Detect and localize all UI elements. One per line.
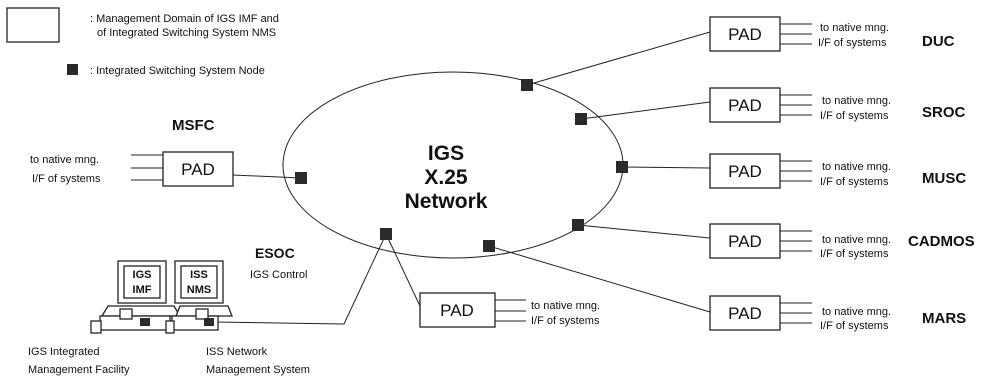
pad-msfc-label: PAD [181, 160, 215, 179]
node-cadmos [572, 219, 584, 231]
node-mars [483, 240, 495, 252]
nms-caption-line1: ISS Network [206, 346, 268, 358]
pad-msfc [162, 151, 234, 187]
native-msfc-line2: I/F of systems [32, 173, 101, 185]
network-title-line3: Network [405, 190, 488, 213]
pad-mars-group: PAD to native mng. I/F of systems MARS [709, 295, 966, 332]
pad-musc [709, 153, 781, 189]
pad-esoc-group: PAD to native mng. I/F of systems [419, 292, 600, 328]
imf-screen-line2: IMF [133, 284, 152, 296]
link-duc [526, 31, 711, 86]
native-musc-line2: I/F of systems [820, 176, 889, 188]
pad-sroc-group: PAD to native mng. I/F of systems SROC [709, 87, 966, 123]
native-sroc-line1: to native mng. [822, 95, 891, 107]
site-esoc: ESOC [255, 245, 295, 261]
site-sroc: SROC [922, 104, 966, 121]
legend: : Management Domain of IGS IMF and of In… [6, 7, 279, 77]
imf-caption-line1: IGS Integrated [28, 346, 100, 358]
terminal-imf: IGS IMF [90, 260, 182, 334]
pad-sroc-label: PAD [728, 96, 762, 115]
pad-cadmos [709, 223, 781, 259]
pad-musc-group: PAD to native mng. I/F of systems MUSC [709, 153, 966, 189]
link-mars [488, 245, 711, 313]
legend-node-icon [67, 64, 78, 75]
pad-msfc-group: MSFC PAD to native mng. I/F of systems [30, 117, 234, 187]
site-cadmos: CADMOS [908, 233, 975, 250]
node-duc [521, 79, 533, 91]
native-esoc-line1: to native mng. [531, 300, 600, 312]
nms-caption-line2: Management System [206, 364, 310, 376]
legend-domain-line2: of Integrated Switching System NMS [97, 27, 276, 39]
site-musc: MUSC [922, 170, 966, 187]
terminal-nms: ISS NMS [165, 260, 233, 334]
pad-sroc [709, 87, 781, 123]
native-duc-line2: I/F of systems [818, 37, 887, 49]
legend-domain-box [6, 7, 60, 43]
node-musc [616, 161, 628, 173]
link-cadmos [577, 224, 711, 239]
native-cadmos-line1: to native mng. [822, 234, 891, 246]
link-esoc-terminals [213, 233, 387, 325]
native-mars-line1: to native mng. [822, 306, 891, 318]
nms-screen [180, 265, 218, 299]
imf-keyboard [100, 305, 182, 317]
node-msfc [295, 172, 307, 184]
link-sroc [580, 101, 711, 120]
native-esoc-line2: I/F of systems [531, 315, 600, 327]
node-esoc [380, 228, 392, 240]
legend-node-text: : Integrated Switching System Node [90, 65, 265, 77]
pad-cadmos-label: PAD [728, 232, 762, 251]
imf-base [99, 315, 171, 331]
network-title-line1: IGS [428, 142, 464, 165]
native-cadmos-line2: I/F of systems [820, 248, 889, 260]
imf-caption-line2: Management Facility [28, 364, 130, 376]
esoc-subtitle: IGS Control [250, 269, 307, 281]
native-sroc-line2: I/F of systems [820, 110, 889, 122]
pad-cadmos-group: PAD to native mng. I/F of systems CADMOS [709, 223, 975, 260]
native-mars-line2: I/F of systems [820, 320, 889, 332]
switching-nodes [295, 79, 628, 252]
site-duc: DUC [922, 33, 955, 50]
imf-screen [123, 265, 161, 299]
pad-esoc [419, 292, 496, 328]
pad-mars-label: PAD [728, 304, 762, 323]
legend-domain-line1: : Management Domain of IGS IMF and [90, 13, 279, 25]
link-esoc-pad [385, 233, 421, 307]
link-msfc [232, 174, 302, 179]
pad-duc-label: PAD [728, 25, 762, 44]
network-title-line2: X.25 [424, 166, 468, 189]
link-musc [621, 166, 711, 169]
imf-screen-line1: IGS [133, 269, 152, 281]
site-mars: MARS [922, 310, 966, 327]
native-musc-line1: to native mng. [822, 161, 891, 173]
nms-screen-line1: ISS [190, 269, 208, 281]
pad-mars [709, 295, 781, 331]
pad-esoc-label: PAD [440, 301, 474, 320]
node-sroc [575, 113, 587, 125]
native-msfc-line1: to native mng. [30, 154, 99, 166]
native-duc-line1: to native mng. [820, 22, 889, 34]
site-msfc: MSFC [172, 117, 215, 134]
pad-duc-group: PAD to native mng. I/F of systems DUC [709, 16, 955, 52]
nms-screen-line2: NMS [187, 284, 211, 296]
pad-musc-label: PAD [728, 162, 762, 181]
links [213, 31, 711, 325]
